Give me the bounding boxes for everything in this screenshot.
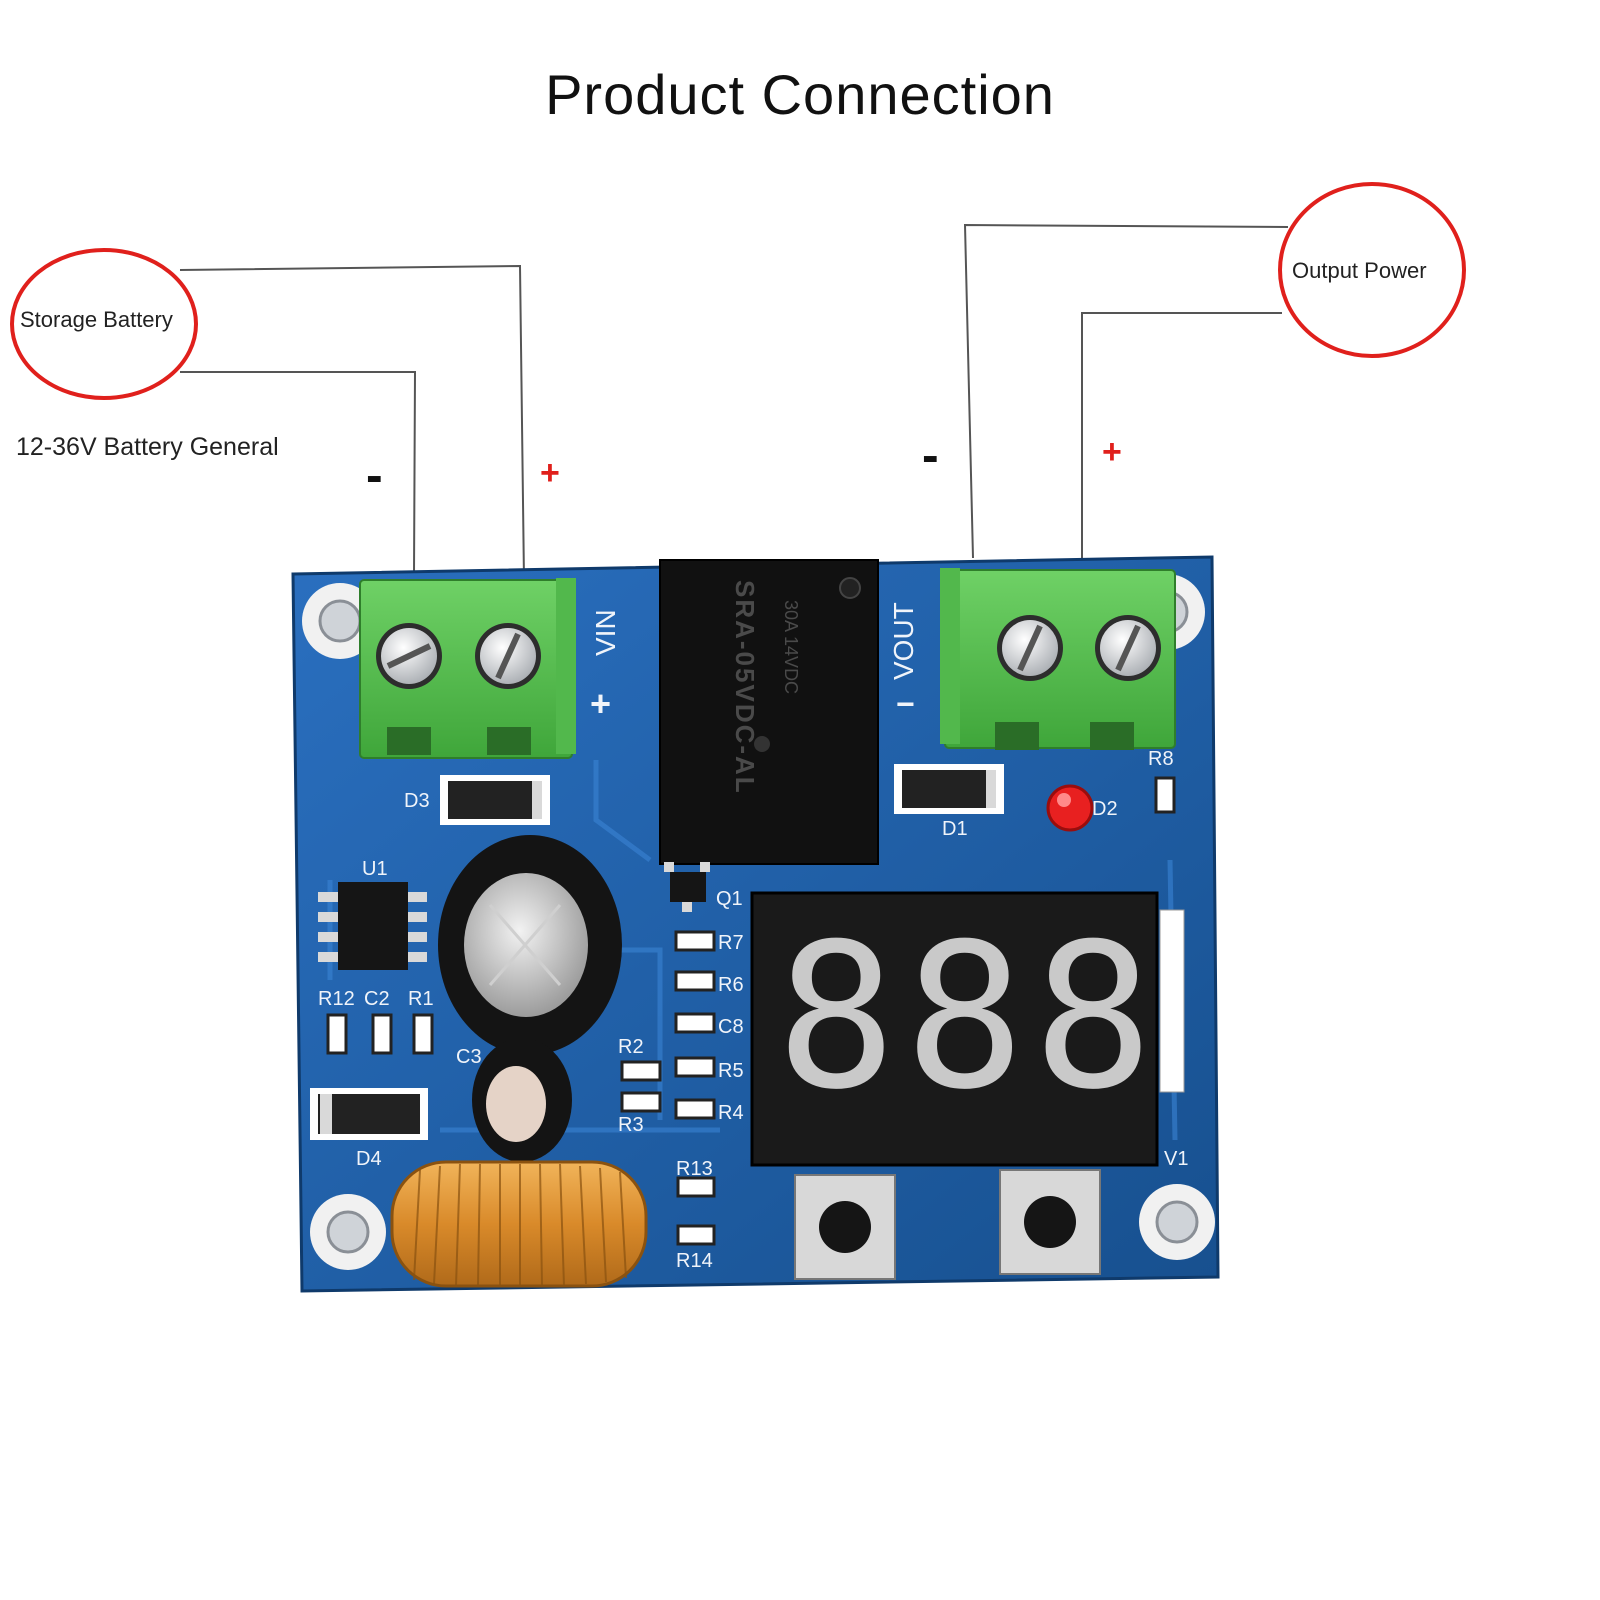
designator-d4: D4	[356, 1148, 382, 1170]
storage-battery-label: Storage Battery	[20, 307, 173, 332]
designator-r4: R4	[718, 1102, 744, 1124]
input-minus-sign: -	[366, 447, 383, 503]
designator-c3: C3	[456, 1046, 482, 1068]
battery-minus-leader	[180, 371, 417, 575]
designator-r7: R7	[718, 932, 744, 954]
designator-r13: R13	[676, 1158, 713, 1180]
designator-r1: R1	[408, 988, 434, 1010]
designator-r12: R12	[318, 988, 355, 1010]
designator-r14: R14	[676, 1250, 713, 1272]
designator-c8: C8	[718, 1016, 744, 1038]
output-plus-leader	[1081, 312, 1282, 566]
display-digits: 888	[776, 901, 1162, 1134]
designator-d1: D1	[942, 818, 968, 840]
output-terminal-block	[940, 568, 1176, 750]
output-minus-sign: -	[922, 427, 939, 483]
inductor-coil	[390, 1160, 648, 1288]
led-d2	[1046, 784, 1094, 832]
seven-segment-display	[750, 891, 1185, 1167]
relay-model-text: SRA-05VDC-AL	[730, 580, 760, 795]
leader-lines	[179, 223, 1289, 581]
vin-plus-label: +	[590, 683, 612, 724]
ic-u1	[318, 882, 427, 970]
designator-c2: C2	[364, 988, 390, 1010]
output-plus-sign: +	[1102, 433, 1122, 471]
capacitor-c3	[472, 1038, 572, 1162]
input-plus-sign: +	[540, 454, 560, 492]
diode-d4	[310, 1088, 428, 1140]
capacitor-large	[438, 835, 622, 1055]
vout-label: VOUT	[888, 602, 919, 680]
designator-d3: D3	[404, 790, 430, 812]
diode-d3	[440, 775, 550, 825]
designator-u1: U1	[362, 858, 388, 880]
input-terminal-block	[359, 578, 576, 759]
designator-v1: V1	[1164, 1148, 1189, 1170]
storage-battery-ring	[10, 248, 198, 400]
push-buttons	[794, 1169, 1101, 1280]
designator-r3: R3	[618, 1114, 644, 1136]
transistor-q1	[664, 862, 710, 912]
smd-resistors	[326, 930, 716, 1246]
battery-range-label: 12-36V Battery General	[16, 433, 279, 461]
output-power-ring	[1278, 182, 1466, 358]
battery-plus-leader	[179, 264, 525, 581]
designator-r5: R5	[718, 1060, 744, 1082]
pcb-board	[291, 555, 1220, 1293]
resistor-r8	[1154, 776, 1176, 814]
designator-r2: R2	[618, 1036, 644, 1058]
relay	[659, 559, 879, 865]
output-power-label: Output Power	[1292, 258, 1427, 283]
vout-minus-label: −	[896, 686, 915, 722]
page-title: Product Connection	[545, 63, 1055, 126]
designator-r6: R6	[718, 974, 744, 996]
designator-d2: D2	[1092, 798, 1118, 820]
vin-label: VIN	[590, 609, 621, 656]
output-minus-leader	[963, 223, 1289, 559]
diode-d1	[894, 764, 1004, 814]
designator-q1: Q1	[716, 888, 743, 910]
relay-rating-text: 30A 14VDC	[781, 600, 801, 695]
designator-r8: R8	[1148, 748, 1174, 770]
